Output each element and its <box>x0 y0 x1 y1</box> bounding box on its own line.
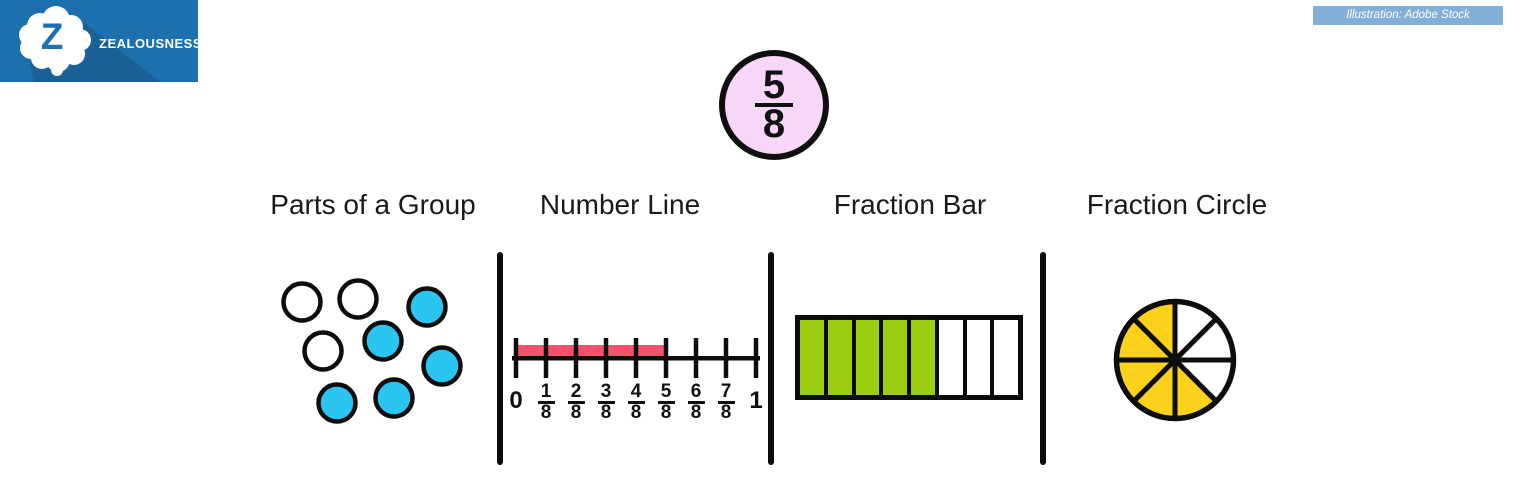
number-line-canvas <box>512 338 760 378</box>
pie-outline <box>1113 298 1237 422</box>
group-dot-empty <box>281 281 323 323</box>
tick-label-denominator: 8 <box>600 401 612 423</box>
headline-denominator: 8 <box>762 101 786 146</box>
fraction-bar-canvas <box>795 315 1023 400</box>
tick-label-denominator: 8 <box>570 401 582 423</box>
tick-label-denominator: 8 <box>720 401 732 423</box>
group-dot-filled <box>421 345 463 387</box>
group-dot-empty <box>302 330 344 372</box>
logo-letter: Z <box>41 16 64 57</box>
tick-label-fraction-bar <box>627 401 645 404</box>
parts-of-group-canvas <box>281 278 463 424</box>
tick-label-numerator: 1 <box>540 381 552 402</box>
bar-cell-empty <box>994 320 1018 395</box>
divider-3 <box>1040 252 1046 465</box>
group-dot-filled <box>406 286 448 328</box>
tick-label-numerator: 5 <box>660 381 672 402</box>
bar-cell-filled <box>827 320 856 395</box>
divider-1 <box>497 252 503 465</box>
tick-label-fraction-bar <box>717 401 735 404</box>
group-dot-filled <box>373 377 415 419</box>
brain-shape <box>19 6 91 76</box>
tick-mark <box>573 338 579 378</box>
tick-label: 1 <box>741 385 771 414</box>
tick-label-numerator: 2 <box>570 381 582 402</box>
tick-mark <box>543 338 549 378</box>
headline-fraction-bar <box>755 103 793 107</box>
tick-mark <box>693 338 699 378</box>
tick-label-fraction-bar <box>687 401 705 404</box>
fraction-circle-canvas <box>1113 298 1237 422</box>
tick-label-numerator: 6 <box>690 381 702 402</box>
logo-brand-text: ZEALOUSNESS <box>99 36 203 51</box>
zealousness-logo: Z ZEALOUSNESS <box>0 0 202 82</box>
tick-label-denominator: 8 <box>690 401 702 423</box>
tick-mark <box>753 338 759 378</box>
credit-badge: Illustration: Adobe Stock <box>1313 6 1503 25</box>
header-number-line: Number Line <box>539 189 701 220</box>
headline-numerator: 5 <box>762 63 786 108</box>
divider-2 <box>768 252 774 465</box>
tick-mark <box>513 338 519 378</box>
tick-label-whole: 1 <box>749 387 763 414</box>
tick-label-denominator: 8 <box>540 401 552 423</box>
tick-label-fraction-bar <box>567 401 585 404</box>
tick-mark <box>603 338 609 378</box>
header-fraction-bar: Fraction Bar <box>833 189 987 220</box>
bar-cell-filled <box>911 320 939 395</box>
group-dot-filled <box>316 382 358 424</box>
group-dot-filled <box>362 320 404 362</box>
tick-label-denominator: 8 <box>630 401 642 423</box>
tick-label-fraction-bar <box>537 401 555 404</box>
tick-label-fraction-bar <box>597 401 615 404</box>
tick-label: 0 <box>501 385 531 414</box>
bar-cell-filled <box>883 320 911 395</box>
bar-cell-empty <box>966 320 995 395</box>
tick-label-numerator: 4 <box>630 381 642 402</box>
tick-label-numerator: 7 <box>720 381 732 402</box>
bar-cell-filled <box>800 320 828 395</box>
brain-icon: Z <box>19 6 160 82</box>
tick-mark <box>633 338 639 378</box>
highlight-band <box>516 345 666 358</box>
tick-mark <box>663 338 669 378</box>
tick-label-fraction-bar <box>657 401 675 404</box>
header-fraction-circle: Fraction Circle <box>1086 189 1268 220</box>
fraction-headline-circle: 5 8 <box>719 50 829 160</box>
tick-label-denominator: 8 <box>660 401 672 423</box>
group-dot-empty <box>337 278 379 320</box>
tick-label-numerator: 3 <box>600 381 612 402</box>
tick-label-whole: 0 <box>509 387 523 414</box>
bar-cell-empty <box>938 320 967 395</box>
header-parts-of-group: Parts of a Group <box>270 189 476 220</box>
tick-mark <box>723 338 729 378</box>
bar-cell-filled <box>855 320 884 395</box>
